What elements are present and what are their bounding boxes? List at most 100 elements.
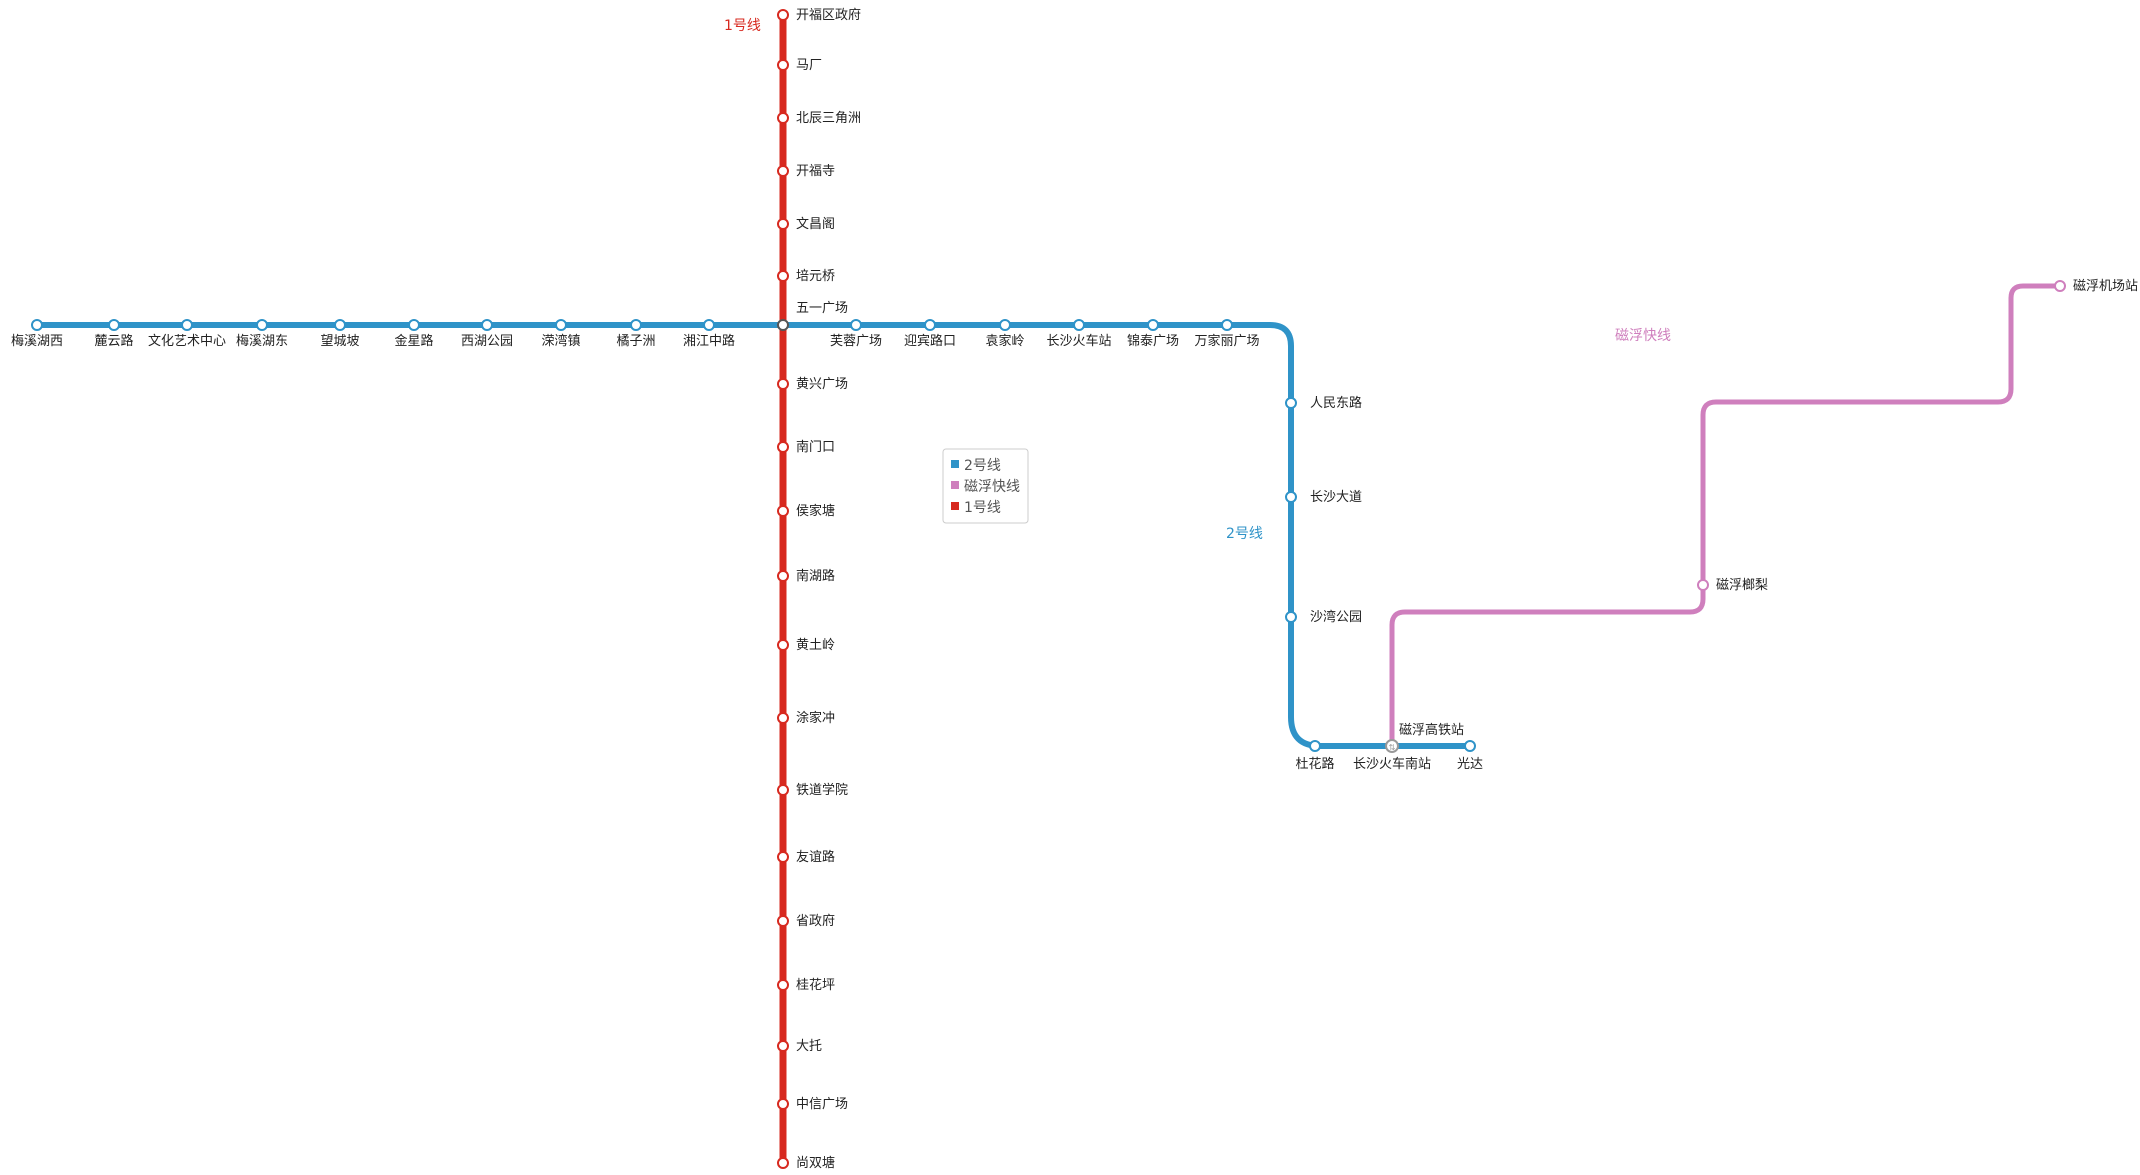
station-line1-14[interactable] [777,784,789,796]
station-label-line2-6: 金星路 [394,333,433,349]
legend-box [942,448,1029,524]
station-label-line1-5: 文昌阁 [796,217,835,232]
station-label-line1-10: 侯家塘 [796,503,835,519]
station-line1-15[interactable] [777,851,789,863]
station-label-line2-19: 长沙大道 [1310,490,1362,505]
station-maglev-2[interactable] [1697,579,1709,591]
legend-label-line1: 1号线 [964,500,1001,516]
line-2-route [37,322,1470,749]
station-label-line2-20: 沙湾公园 [1310,609,1362,625]
station-label-line1-11: 南湖路 [796,568,835,584]
station-line1-11[interactable] [777,570,789,582]
station-label-line2-13: 迎宾路口 [904,333,956,349]
station-line2-1[interactable] [31,319,43,331]
station-line2-9[interactable] [630,319,642,331]
station-label-line1-17: 桂花坪 [796,977,835,993]
station-label-line1-16: 省政府 [796,914,835,929]
station-line2-2[interactable] [108,319,120,331]
station-label-line1-15: 友谊路 [796,849,835,865]
station-label-line2-7: 西湖公园 [461,334,513,349]
station-label-line1-6: 培元桥 [796,268,835,284]
station-label-line1-12: 黄土岭 [796,638,835,653]
station-line2-8[interactable] [555,319,567,331]
station-line1-8[interactable] [777,378,789,390]
station-line1-19[interactable] [777,1098,789,1110]
station-label-line1-8: 黄兴广场 [796,377,848,392]
station-label-line1-2: 马厂 [796,58,822,73]
station-line2-4[interactable] [256,319,268,331]
maglev-line-route [1389,283,2060,746]
station-line1-18[interactable] [777,1040,789,1052]
station-line2-20[interactable] [1285,611,1297,623]
station-line2-5[interactable] [334,319,346,331]
station-line2-19[interactable] [1285,491,1297,503]
station-label-maglev-1: 磁浮高铁站 [1399,722,1464,738]
interchange-wuyi-square[interactable] [777,319,789,331]
station-line2-23[interactable] [1464,740,1476,752]
station-label-line1-18: 大托 [796,1039,822,1054]
stations-layer: 开福区政府马厂北辰三角洲开福寺文昌阁培元桥五一广场黄兴广场南门口侯家塘南湖路黄土… [11,8,2138,1171]
station-maglev-3[interactable] [2054,280,2066,292]
legend-swatch-maglev [951,481,959,489]
station-line1-2[interactable] [777,59,789,71]
station-label-line1-3: 北辰三角洲 [796,111,861,126]
station-label-line2-2: 麓云路 [94,333,133,349]
station-label-maglev-2: 磁浮榔梨 [1716,578,1768,593]
station-label-line2-23: 光达 [1457,757,1483,772]
station-label-maglev-3: 磁浮机场站 [2073,279,2138,294]
maglev-line-label: 磁浮快线 [1615,328,1671,344]
station-line2-13[interactable] [924,319,936,331]
station-line1-20[interactable] [777,1157,789,1169]
station-line1-4[interactable] [777,165,789,177]
line-1-label: 1号线 [724,18,761,34]
station-label-line1-19: 中信广场 [796,1097,848,1112]
station-label-line1-20: 尚双塘 [796,1155,835,1171]
legend: 2号线 磁浮快线 1号线 [942,448,1029,524]
station-line2-14[interactable] [999,319,1011,331]
legend-swatch-line1 [951,502,959,510]
station-label-line2-9: 橘子洲 [616,333,655,349]
station-label-line2-14: 袁家岭 [985,333,1024,349]
legend-label-line2: 2号线 [964,458,1001,474]
station-line1-6[interactable] [777,270,789,282]
station-line1-17[interactable] [777,979,789,991]
station-line2-18[interactable] [1285,397,1297,409]
station-line2-7[interactable] [481,319,493,331]
interchange-changsha-south[interactable] [1385,739,1399,753]
station-line1-10[interactable] [777,505,789,517]
station-line2-21[interactable] [1309,740,1321,752]
station-line1-3[interactable] [777,112,789,124]
station-line1-16[interactable] [777,915,789,927]
station-label-line2-3: 文化艺术中心 [148,334,226,349]
station-label-line2-15: 长沙火车站 [1046,333,1111,349]
station-label-line2-12: 芙蓉广场 [830,334,882,349]
station-line1-12[interactable] [777,639,789,651]
station-line1-5[interactable] [777,218,789,230]
station-label-line1-14: 铁道学院 [796,782,848,798]
station-line1-9[interactable] [777,441,789,453]
station-label-line2-5: 望城坡 [320,333,359,349]
station-label-line1-13: 涂家冲 [796,710,835,726]
legend-label-maglev: 磁浮快线 [964,479,1020,495]
station-line2-3[interactable] [181,319,193,331]
station-label-line2-1: 梅溪湖西 [11,334,63,349]
legend-swatch-line2 [951,460,959,468]
station-label-line2-10: 湘江中路 [683,333,735,349]
station-label-line1-9: 南门口 [796,439,835,455]
station-label-line2-22: 长沙火车南站 [1353,756,1431,772]
station-line1-13[interactable] [777,712,789,724]
station-line2-6[interactable] [408,319,420,331]
station-label-line1-1: 开福区政府 [796,8,861,23]
station-label-line2-16: 锦泰广场 [1127,334,1179,349]
station-line1-1[interactable] [777,9,789,21]
station-label-line2-4: 梅溪湖东 [236,334,288,349]
station-line2-17[interactable] [1221,319,1233,331]
station-line2-12[interactable] [850,319,862,331]
station-line2-10[interactable] [703,319,715,331]
station-label-line2-17: 万家丽广场 [1194,333,1259,349]
station-line2-15[interactable] [1073,319,1085,331]
station-line2-16[interactable] [1147,319,1159,331]
station-label-line1-4: 开福寺 [796,164,835,179]
station-label-line2-21: 杜花路 [1295,756,1334,772]
